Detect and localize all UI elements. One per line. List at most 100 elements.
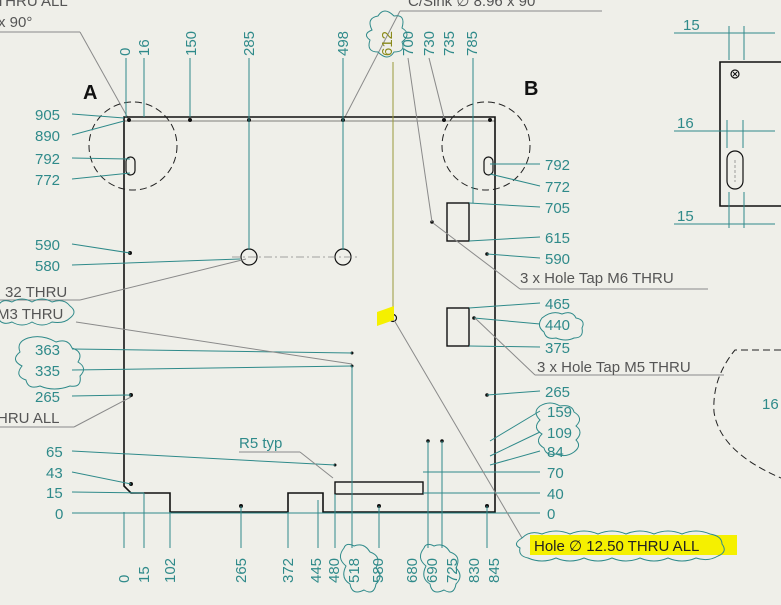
hole-dot [188, 118, 192, 122]
dim-y-left-590: 590 [35, 237, 60, 254]
dim-y-right-792: 792 [545, 157, 570, 174]
dim-y-right-590: 590 [545, 251, 570, 268]
leader-700 [407, 57, 433, 223]
dim-y-right-265: 265 [545, 384, 570, 401]
dim-x-bottom-845: 845 [486, 558, 503, 583]
partial-m3-leader [75, 321, 353, 365]
dim-y-right-615: 615 [545, 230, 570, 247]
detail-dim-15-top: 15 [683, 17, 700, 34]
hole-dot [442, 118, 446, 122]
dim-x-bottom-0: 0 [116, 575, 133, 583]
detail-dim-16-partial: 16 [762, 396, 779, 413]
partial-32-note: 32 THRU [5, 284, 67, 301]
detail-view-right: 15 16 15 16 [674, 17, 781, 479]
dim-x-bottom-480: 480 [326, 558, 343, 583]
ext-line [71, 243, 131, 254]
ext-line [71, 394, 132, 397]
bottom-x-dimensions: 0 15 102 265 372 445 480 518 580 680 690… [116, 558, 503, 583]
dim-y-left-792: 792 [35, 151, 60, 168]
cloud-690 [420, 543, 461, 593]
dim-y-right-70: 70 [547, 465, 564, 482]
cutout-bottom-slot [334, 481, 424, 495]
hole-dot [127, 118, 131, 122]
ext-line [468, 236, 541, 242]
left-y-dimensions: 905 890 792 772 590 580 363 335 265 65 4… [35, 107, 495, 523]
ext-line [71, 365, 353, 371]
partial-note-90deg: x 90° [0, 14, 32, 31]
detail-circle-a [88, 101, 178, 191]
ext-line [71, 172, 131, 180]
tap-m6-leader [432, 222, 521, 290]
cutout-upper [446, 202, 470, 242]
dim-y-left-0: 0 [55, 506, 63, 523]
detail-circle-b [441, 101, 531, 191]
cloud-m3 [0, 298, 75, 326]
slot-right [483, 156, 494, 176]
dim-x-top-730: 730 [421, 31, 438, 56]
ext-line [473, 317, 541, 325]
dim-y-left-15: 15 [46, 485, 63, 502]
partial-thru-all-note: HRU ALL [0, 410, 60, 427]
ext-line [71, 491, 145, 494]
detail-view-lower-arc [713, 349, 781, 479]
dim-x-top-735: 735 [441, 31, 458, 56]
ext-line [71, 471, 132, 485]
ext-line [486, 253, 541, 259]
small-holes [127, 118, 492, 508]
dim-y-right-84: 84 [547, 444, 564, 461]
cloud-363-335 [15, 336, 84, 390]
dim-y-left-65: 65 [46, 444, 63, 461]
ext-line [71, 348, 353, 354]
ext-line [468, 202, 541, 208]
detail-view-hole [730, 69, 740, 79]
hole-1250-note: Hole ∅ 12.50 THRU ALL [534, 538, 699, 555]
dim-y-right-159: 159 [547, 404, 572, 421]
dim-x-top-498: 498 [335, 31, 352, 56]
dim-y-left-580: 580 [35, 258, 60, 275]
ext-line [71, 157, 131, 160]
r5-note: R5 typ [239, 435, 282, 452]
dim-x-bottom-15: 15 [136, 566, 153, 583]
dim-x-bottom-372: 372 [280, 558, 297, 583]
dim-y-right-375: 375 [545, 340, 570, 357]
corner-label-a: A [83, 82, 97, 104]
dim-y-right-0: 0 [547, 506, 555, 523]
partial-note-thru-all: THRU ALL [0, 0, 68, 10]
dim-y-left-363: 363 [35, 342, 60, 359]
r5-leader [299, 451, 334, 479]
cloud-612 [366, 10, 408, 58]
dim-y-left-43: 43 [46, 465, 63, 482]
dim-x-top-150: 150 [183, 31, 200, 56]
leader-730 [428, 57, 445, 119]
dim-x-top-285: 285 [241, 31, 258, 56]
csink-note: C/Sink ∅ 8.96 x 90 [408, 0, 535, 10]
top-x-dimensions: 0 16 150 285 498 612 700 730 735 785 [117, 31, 481, 56]
ext-line [489, 173, 541, 187]
dim-x-bottom-830: 830 [466, 558, 483, 583]
top-extension-lines [125, 58, 474, 312]
ext-line [489, 431, 541, 457]
ext-line [486, 390, 541, 396]
detail-view-outline [719, 61, 781, 207]
hole-dot [488, 118, 492, 122]
dim-x-bottom-690: 690 [424, 558, 441, 583]
dim-x-bottom-102: 102 [162, 558, 179, 583]
dim-y-right-465: 465 [545, 296, 570, 313]
detail-view-hole-mark [732, 71, 738, 77]
dim-x-top-700: 700 [400, 31, 417, 56]
partial-m3-note: M3 THRU [0, 306, 63, 323]
dim-y-left-772: 772 [35, 172, 60, 189]
ext-line [71, 120, 125, 136]
part-outline [123, 116, 496, 513]
ext-line [71, 258, 241, 266]
cloud-159-109-84 [535, 402, 581, 457]
highlight-marker-612 [377, 306, 394, 326]
detail-dim-16: 16 [677, 115, 694, 132]
cloud-440 [538, 312, 584, 341]
partial-note-leader [79, 31, 129, 119]
tap-m5-note: 3 x Hole Tap M5 THRU [537, 359, 691, 376]
dim-x-top-0: 0 [117, 48, 134, 56]
ext-line [71, 113, 125, 119]
